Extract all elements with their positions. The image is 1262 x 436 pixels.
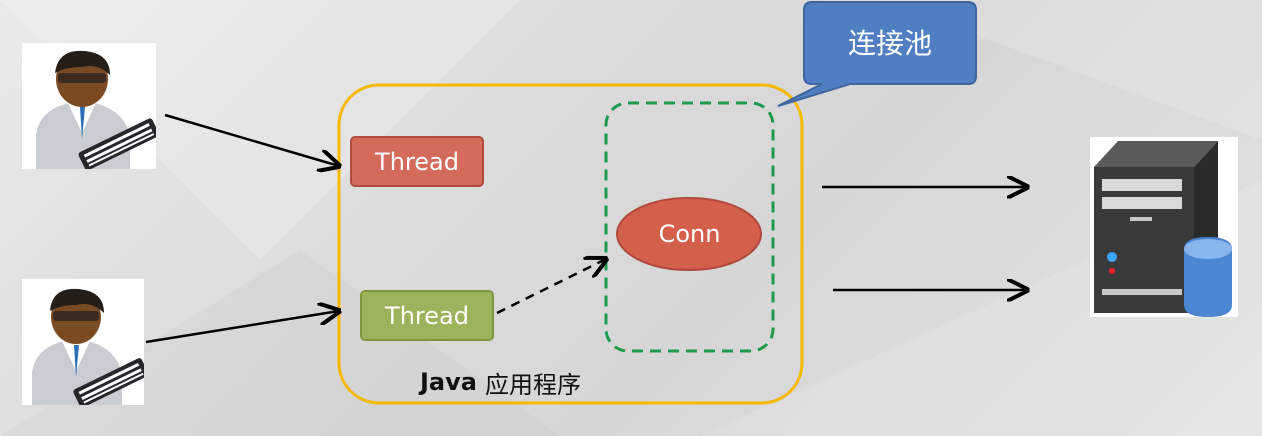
thread-box-bottom: Thread (360, 290, 494, 341)
conn-ellipse (616, 197, 762, 271)
arrow-user-top-to-thread (164, 113, 339, 166)
conn-label: Conn (658, 220, 721, 248)
connection-pool-box (604, 101, 775, 353)
user-bottom-tile (22, 279, 149, 408)
connection-pool-callout-label: 连接池 (847, 27, 932, 60)
server-tile (1090, 137, 1238, 317)
callout-bubble (777, 1, 977, 107)
arrow-user-bottom-to-thread (145, 311, 339, 344)
user-at-keyboard-icon (32, 288, 149, 408)
user-at-keyboard-icon (36, 50, 159, 171)
java-app-label-bold: Java (420, 368, 477, 396)
database-server-icon (1094, 141, 1232, 317)
thread-box-top: Thread (350, 136, 484, 187)
java-app-label-rest: 应用程序 (484, 370, 581, 399)
user-top-tile (22, 43, 159, 171)
arrow-thread-to-pool-dashed (496, 259, 606, 315)
java-app-label: Java 应用程序 (420, 364, 720, 400)
java-app-container (337, 83, 804, 405)
